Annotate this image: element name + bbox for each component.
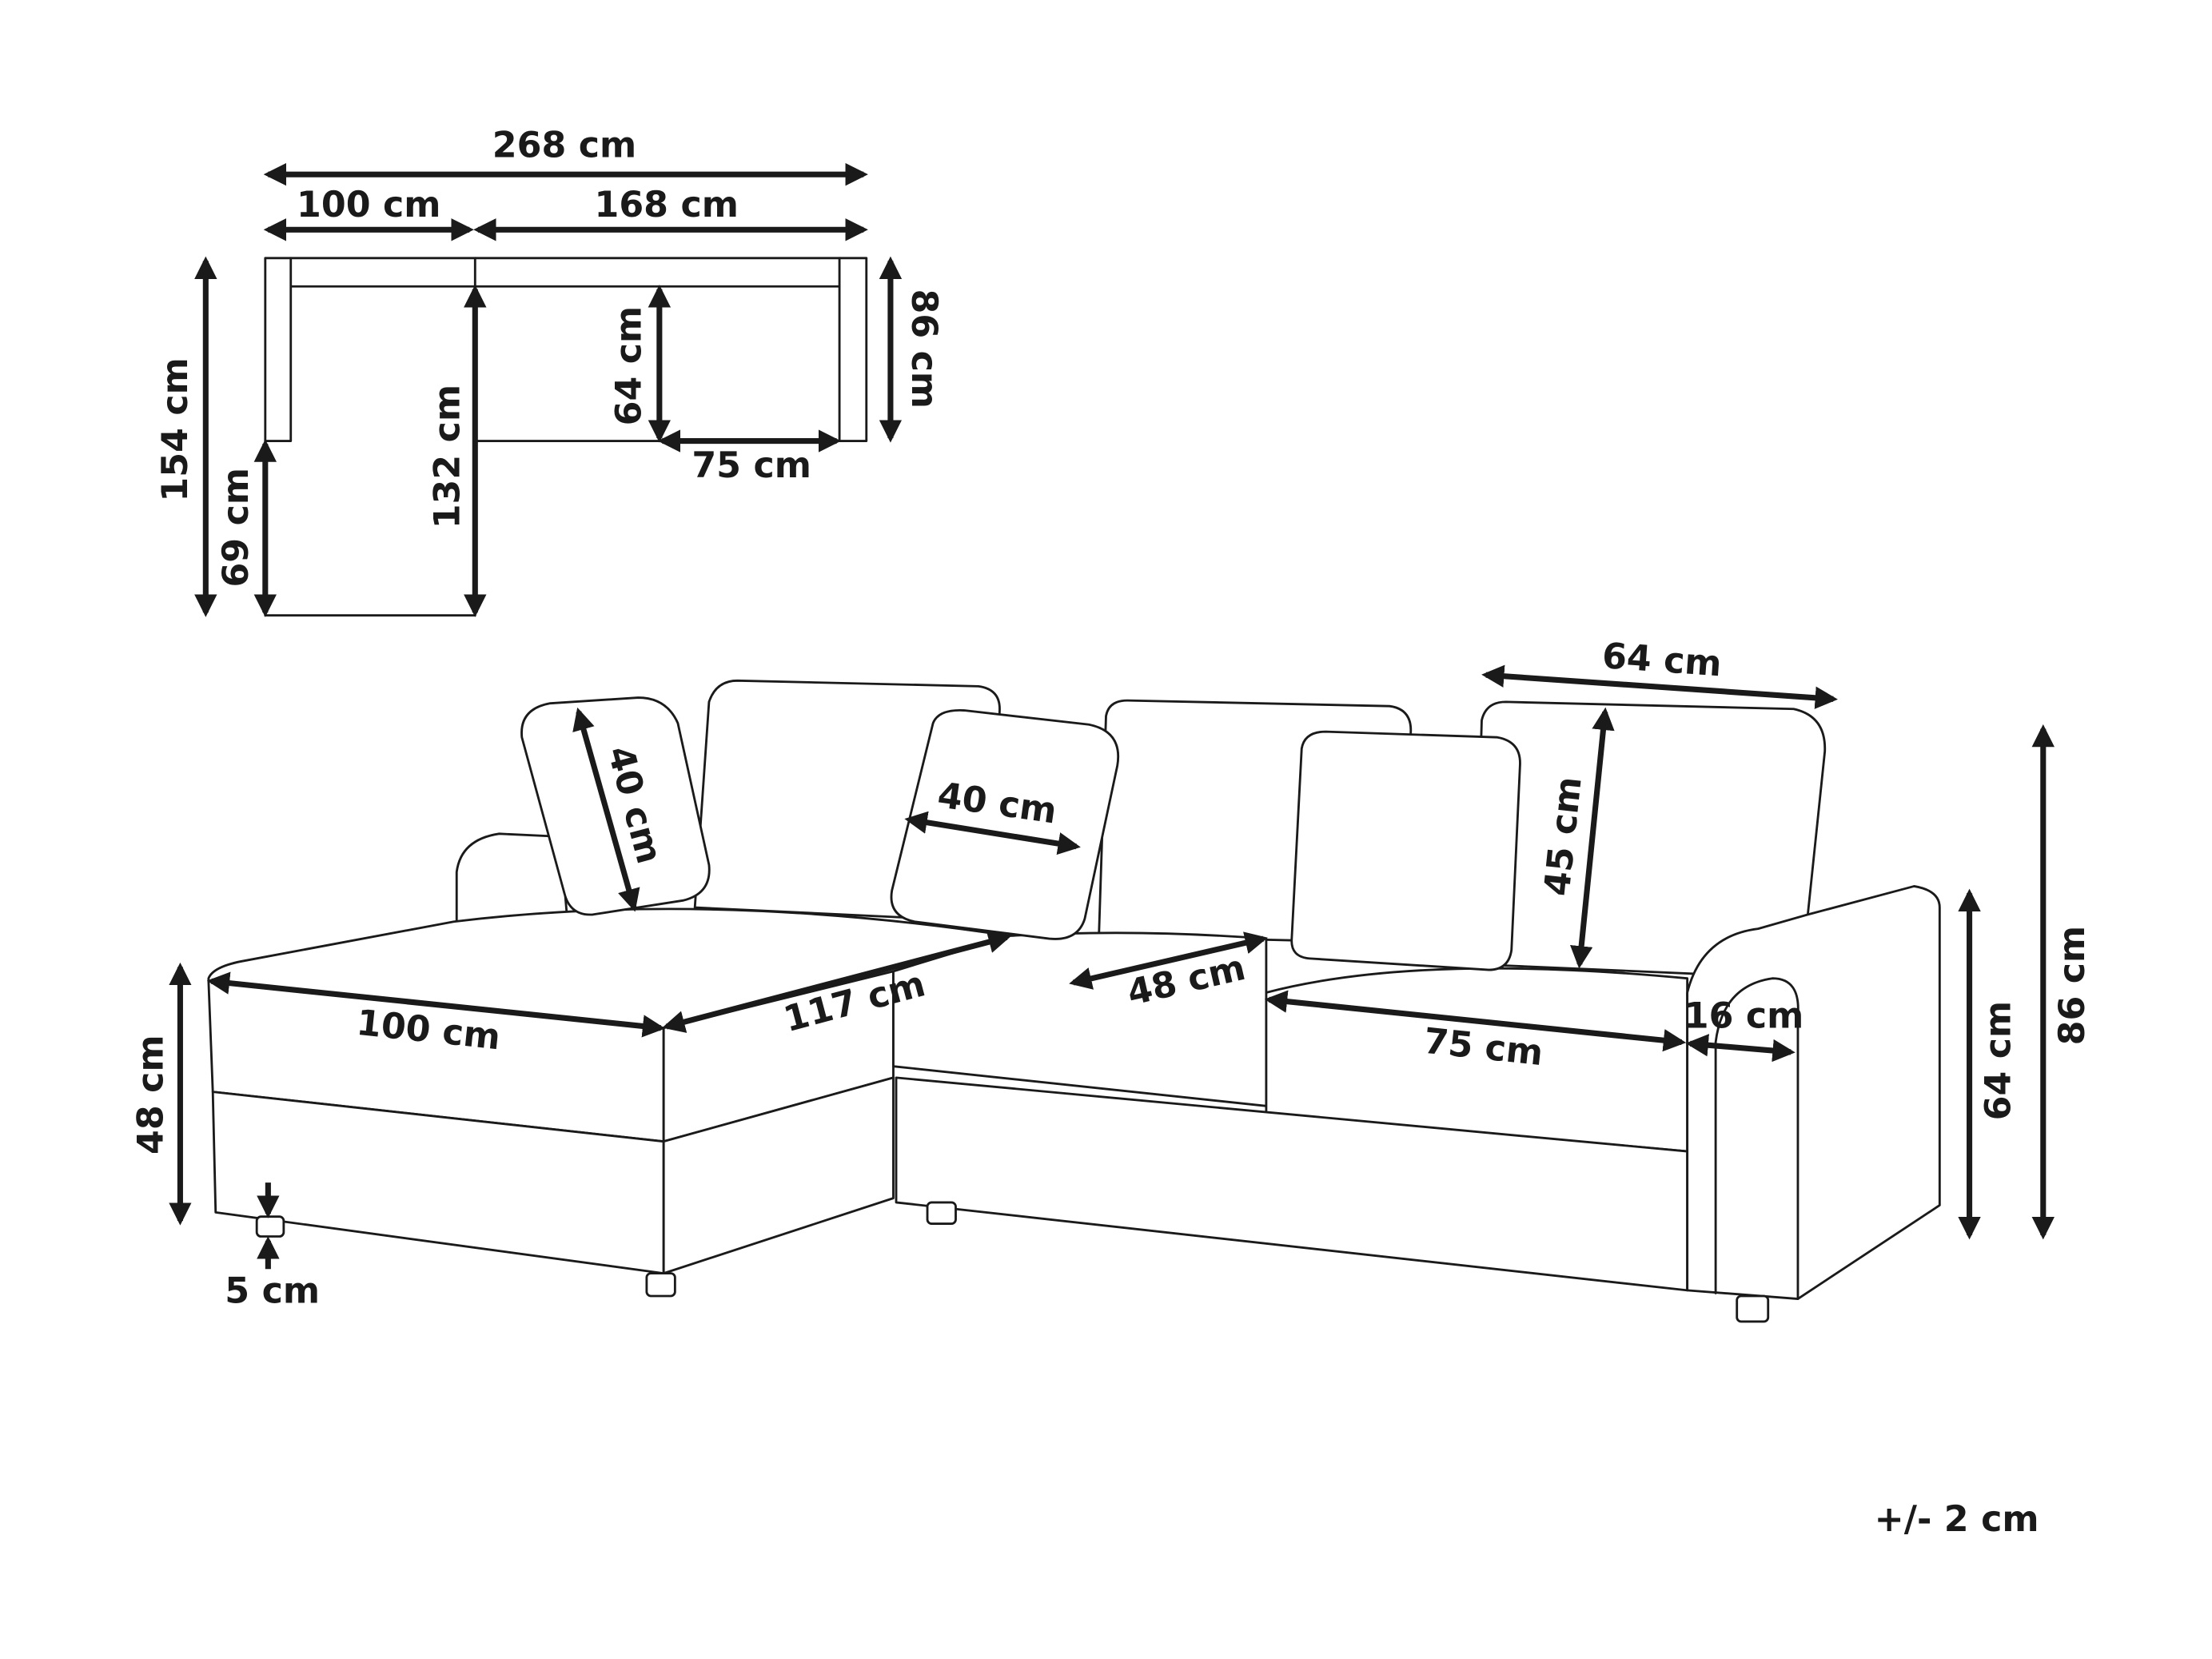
label-total-height: 86 cm	[2052, 926, 2093, 1046]
label-chaise-extension: 69 cm	[216, 468, 257, 588]
label-depth: 86 cm	[903, 289, 944, 409]
label-total-width: 268 cm	[492, 125, 636, 166]
label-seat-width: 75 cm	[691, 445, 811, 486]
label-arm-height: 64 cm	[1979, 1001, 2019, 1121]
label-arm-width: 16 cm	[1684, 995, 1804, 1036]
label-seat-depth: 64 cm	[608, 306, 649, 426]
tolerance-note: +/- 2 cm	[1875, 1499, 2039, 1540]
label-chaise-inner-depth: 132 cm	[427, 385, 468, 528]
sofa-perspective	[207, 679, 1941, 1323]
label-main-width: 168 cm	[594, 185, 738, 225]
label-seat-height: 48 cm	[131, 1035, 172, 1155]
label-total-depth: 154 cm	[155, 357, 196, 501]
label-leg-height: 5 cm	[225, 1270, 320, 1311]
top-view-dimensions: 268 cm 100 cm 168 cm 154 cm 69 cm 132 cm…	[155, 125, 944, 617]
label-back-cushion-width: 64 cm	[1600, 636, 1723, 684]
label-chaise-width: 100 cm	[297, 185, 440, 225]
top-view-plan	[264, 257, 868, 617]
